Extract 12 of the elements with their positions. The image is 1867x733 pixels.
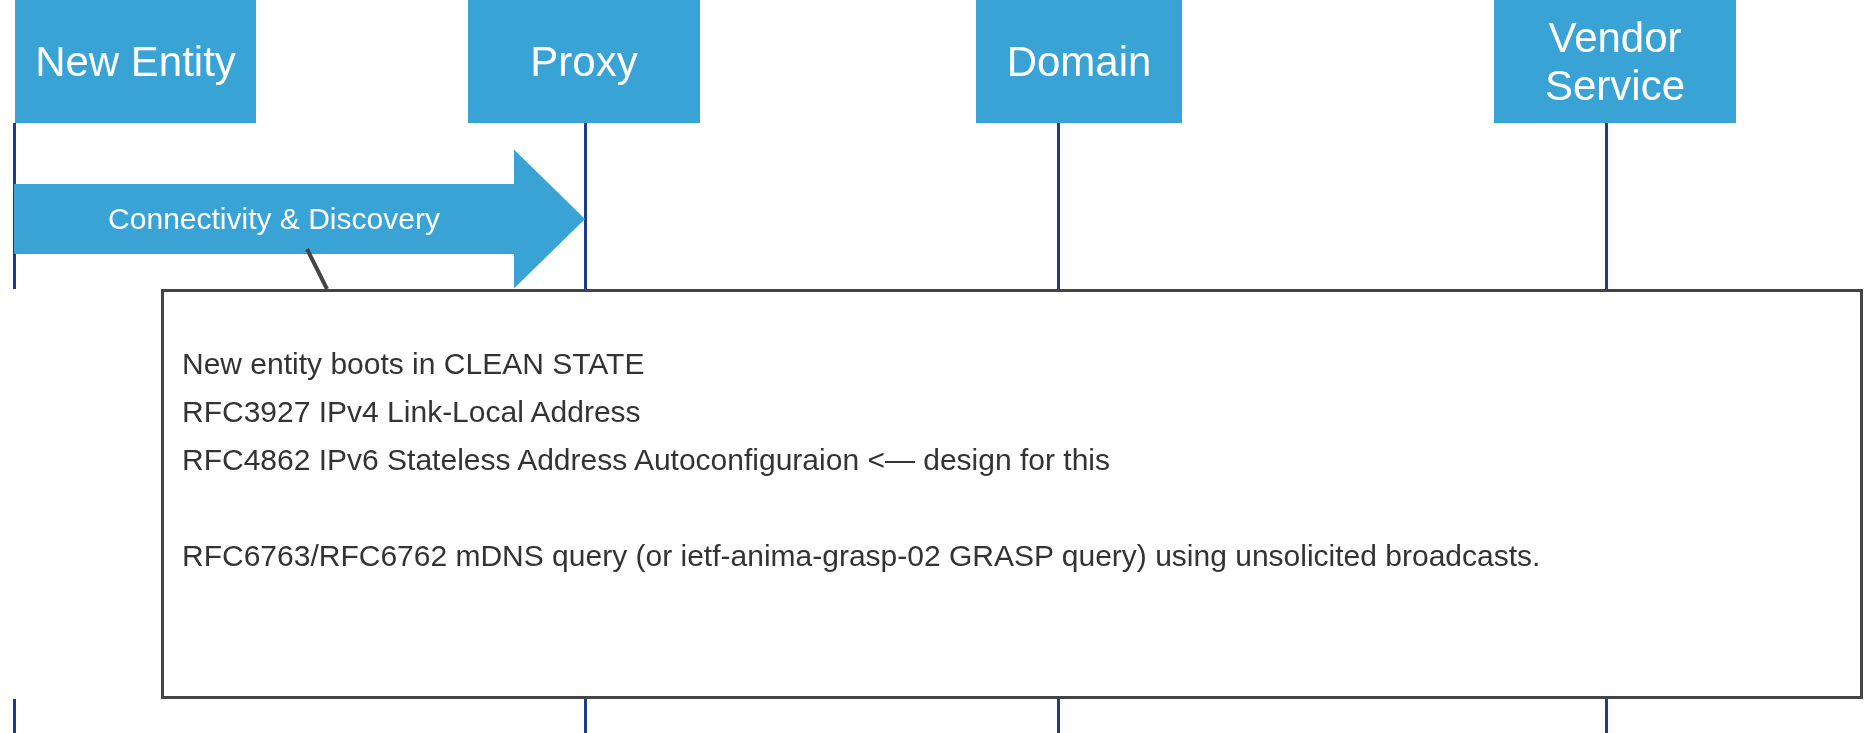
block-arrow [14,149,585,289]
leader-line [305,248,329,290]
participant-box: New Entity [15,0,256,123]
participant-box: Vendor Service [1494,0,1736,123]
participant-box: Domain [976,0,1182,123]
callout-text: RFC3927 IPv4 Link-Local Address [182,394,642,430]
callout-box [161,289,1863,699]
callout-text: New entity boots in CLEAN STATE [182,346,646,382]
callout-text: RFC6763/RFC6762 mDNS query (or ietf-anima-grasp-02 GRASP query) using unsolicited broadcasts. [182,538,1542,574]
edge-label: Connectivity & Discovery [108,202,440,236]
participant-box: Proxy [468,0,700,123]
callout-text: RFC4862 IPv6 Stateless Address Autoconfiguraion <— design for this [182,442,1112,478]
